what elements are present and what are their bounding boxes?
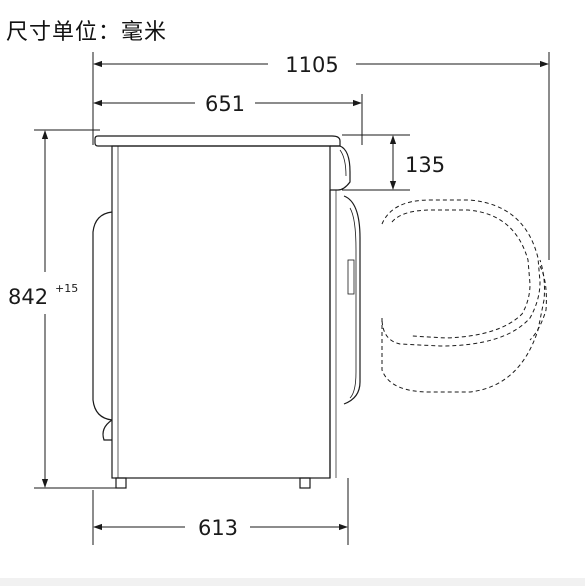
dimension-135: 135: [389, 135, 445, 190]
dimension-613: 613: [93, 516, 348, 540]
dimension-1105: 1105: [93, 53, 549, 77]
foot-rear: [115, 477, 127, 489]
door-open-edge: [529, 265, 547, 341]
label-135: 135: [405, 153, 445, 177]
rear-lower: [102, 419, 113, 441]
appliance-side-view: [92, 135, 361, 489]
rear-bulge: [92, 211, 113, 421]
dimension-842: 842 +15: [8, 130, 78, 488]
door-closed-inner: [349, 207, 357, 399]
cabinet-body: [111, 145, 331, 479]
label-842-tolerance: +15: [55, 282, 78, 295]
unit-label: 尺寸单位：毫米: [6, 20, 168, 45]
extension-lines: [34, 52, 550, 545]
label-613: 613: [198, 516, 238, 540]
foot-front: [299, 477, 311, 489]
label-1105: 1105: [285, 53, 338, 77]
door-handle: [347, 259, 355, 295]
label-651: 651: [205, 92, 245, 116]
label-842: 842: [8, 285, 48, 309]
control-panel-detail: [339, 149, 347, 177]
door-open-dashed: [381, 199, 547, 393]
door-closed: [343, 195, 361, 405]
door-open-outer: [381, 199, 541, 347]
door-open-lower: [381, 259, 545, 393]
bottom-band: [0, 578, 585, 586]
control-panel: [330, 145, 351, 191]
dimension-651: 651: [93, 92, 362, 116]
door-open-inner: [391, 209, 531, 339]
worktop: [94, 135, 341, 147]
